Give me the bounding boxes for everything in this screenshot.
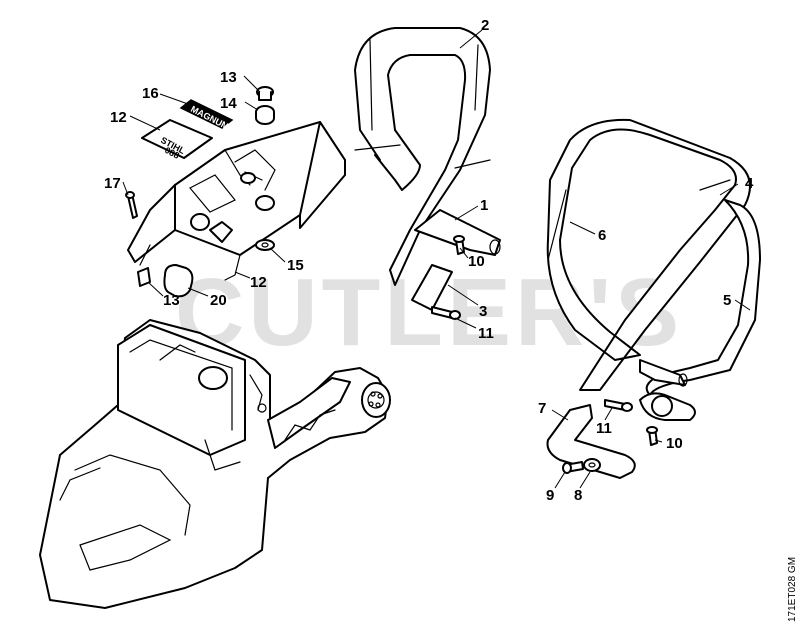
label-10-mid: 10 <box>468 253 485 270</box>
label-13: 13 <box>163 292 180 309</box>
screw-11-right <box>604 399 633 412</box>
label-16: 14 <box>220 95 237 112</box>
label-18: 16 <box>142 85 159 102</box>
screw-11-mid <box>431 306 461 320</box>
label-9: 9 <box>546 487 554 504</box>
label-2: 2 <box>481 17 489 34</box>
plug-13 <box>137 267 151 287</box>
label-6: 6 <box>598 227 606 244</box>
handle-bar-2 <box>354 27 501 286</box>
washer-8 <box>583 458 601 472</box>
label-20: 20 <box>210 292 227 309</box>
screw-15 <box>256 86 274 101</box>
handle-bar-4 <box>546 118 751 391</box>
label-5: 5 <box>723 292 731 309</box>
label-11-right: 11 <box>596 420 612 437</box>
grommet-16 <box>255 105 275 125</box>
leader-lines <box>122 29 751 489</box>
screw-9 <box>562 461 584 474</box>
label-7: 7 <box>538 400 546 417</box>
label-11-mid: 11 <box>478 325 494 342</box>
label-10-right: 10 <box>666 435 683 452</box>
label-19: 17 <box>104 175 121 192</box>
washer-17 <box>255 239 275 251</box>
cap-20 <box>163 264 194 298</box>
screw-10-right <box>646 426 658 446</box>
label-4: 4 <box>745 175 754 192</box>
label-17: 15 <box>287 257 304 274</box>
label-8: 8 <box>574 487 582 504</box>
clamp-3 <box>411 264 453 311</box>
crankcase-housing <box>39 319 391 609</box>
label-12: 12 <box>250 274 267 291</box>
label-15: 13 <box>220 69 237 86</box>
part-labels: 2 1 6 4 5 3 10 11 13 14 16 12 17 15 12 1… <box>104 17 754 504</box>
bracket-7 <box>546 404 636 479</box>
label-1: 1 <box>480 197 488 214</box>
screw-19 <box>125 191 138 219</box>
handle-bar-6 <box>639 359 688 387</box>
shroud-cover <box>127 121 346 281</box>
label-3: 3 <box>479 303 487 320</box>
label-14: 12 <box>110 109 127 126</box>
drawing-code: 171ET028 GM <box>787 557 798 622</box>
